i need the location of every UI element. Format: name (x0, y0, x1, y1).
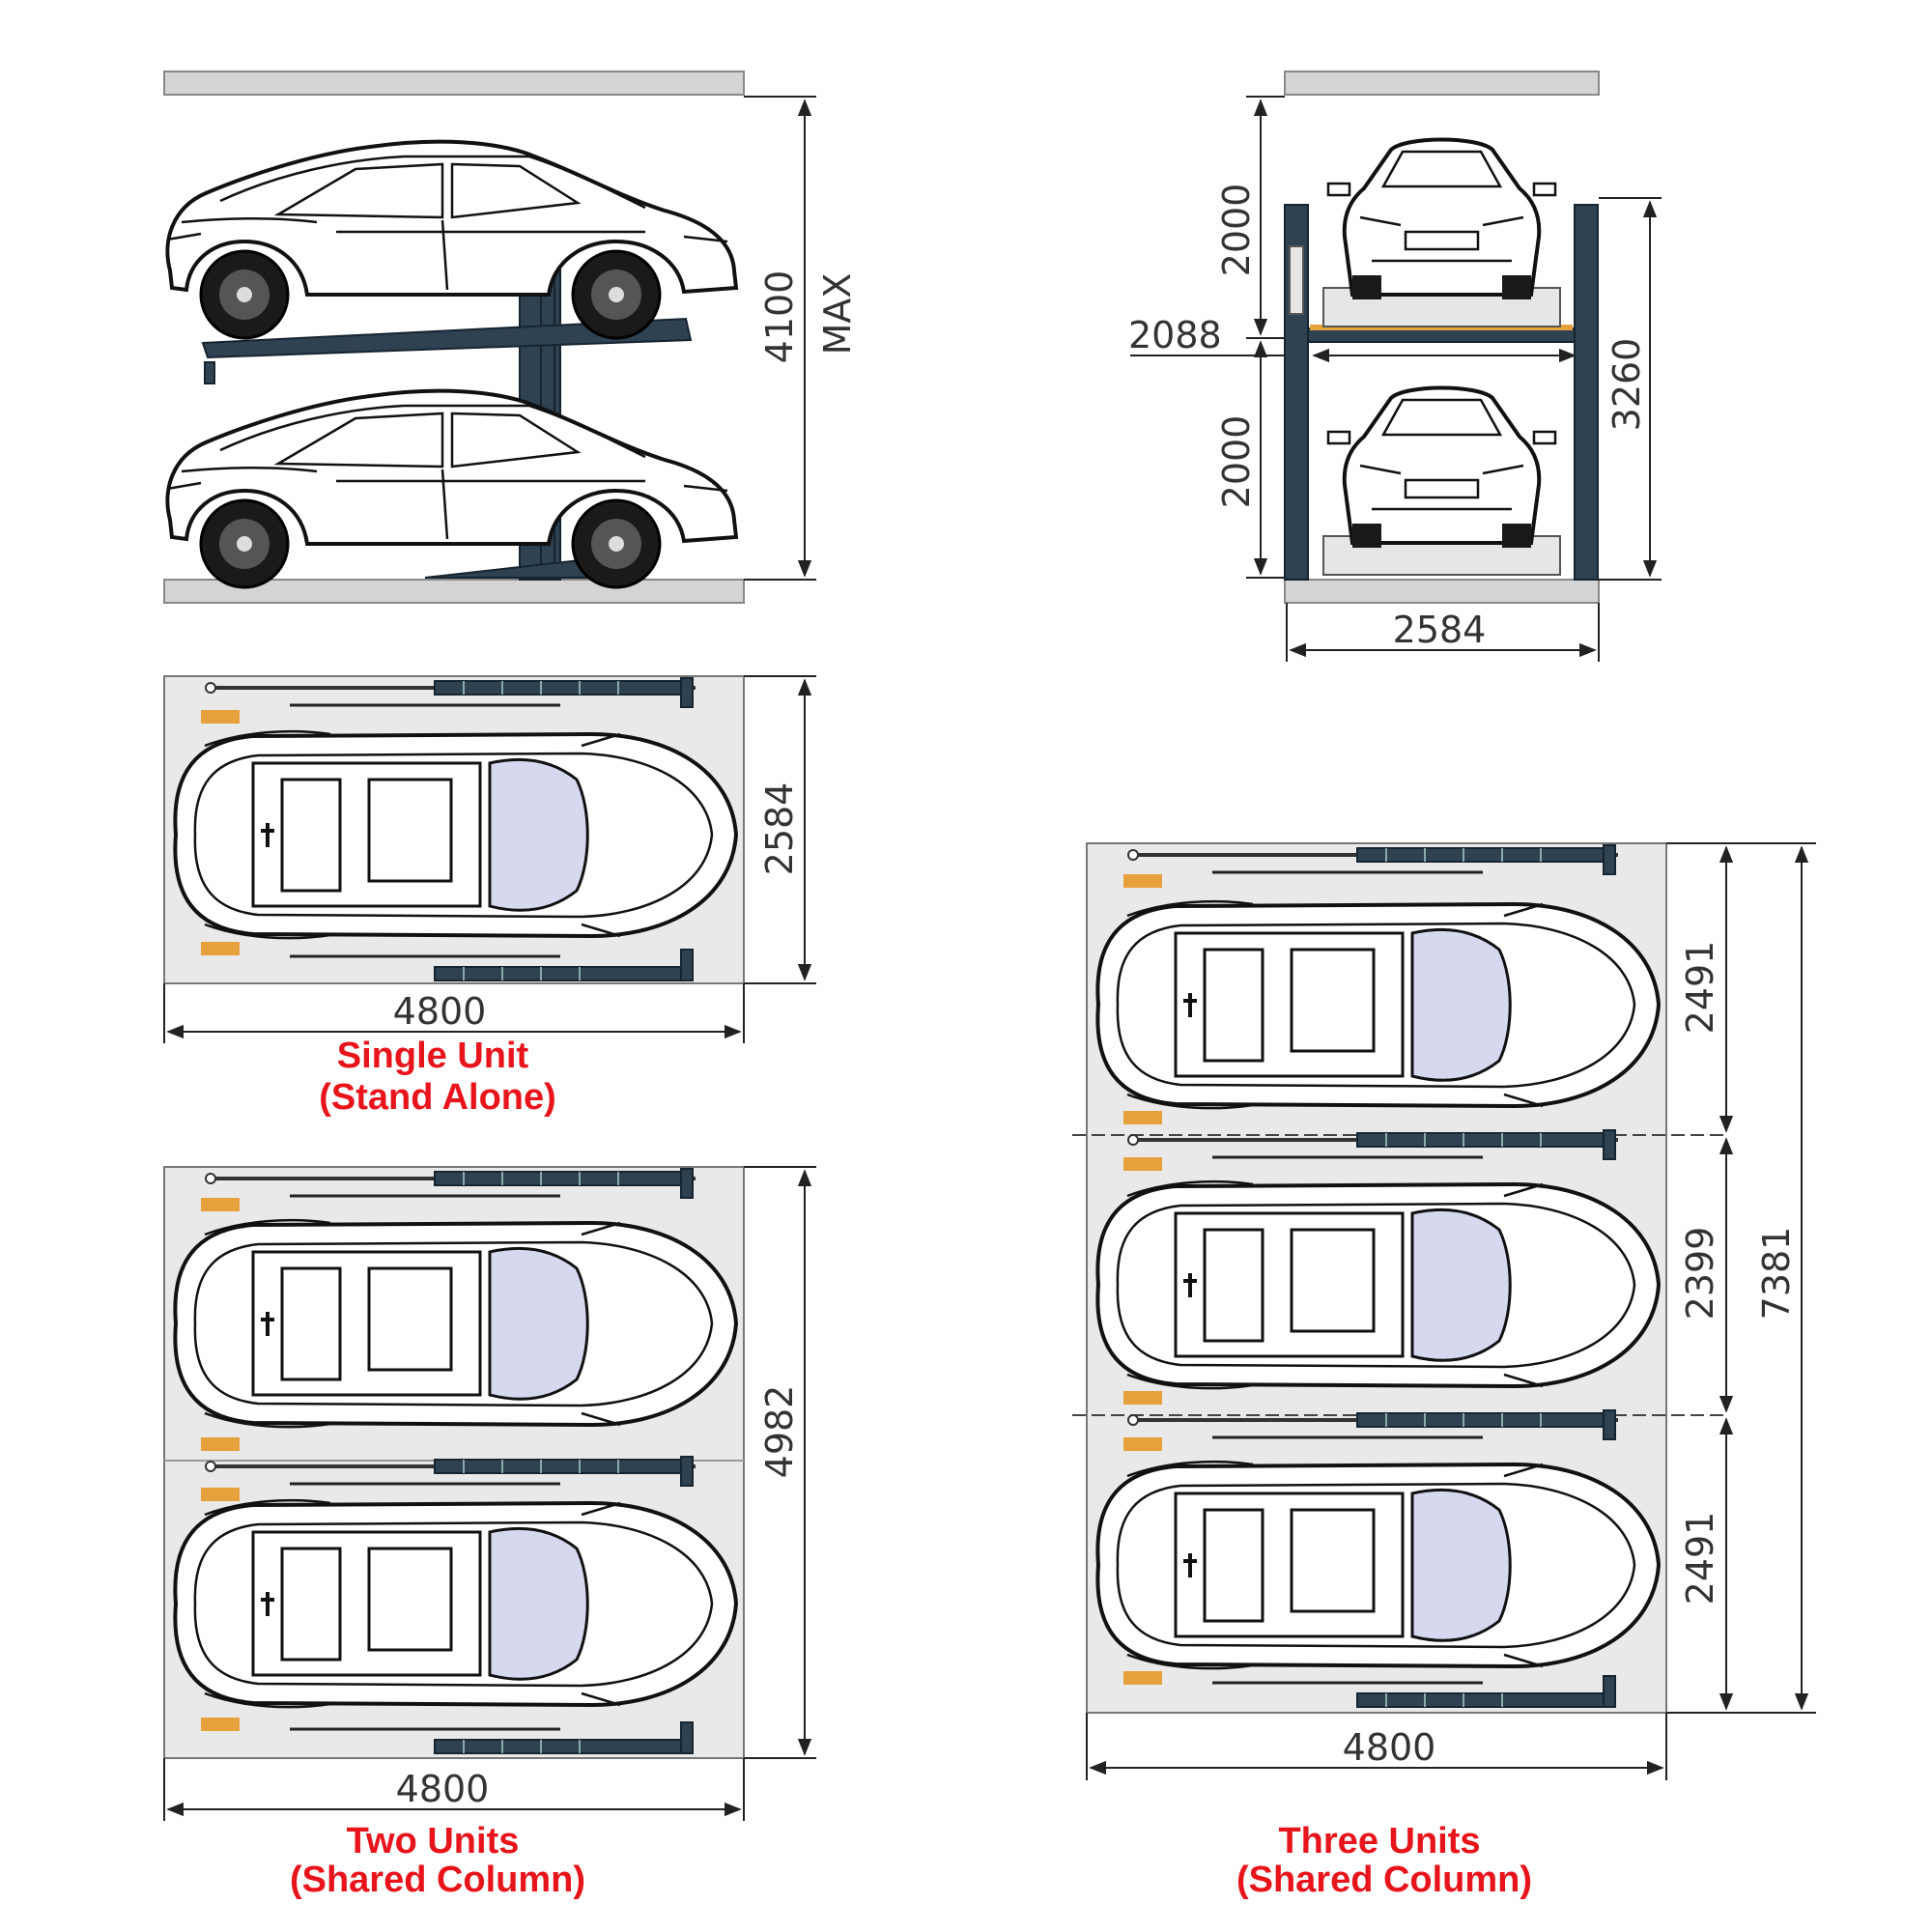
upper-deck (1307, 327, 1576, 343)
caption-two-line1: Two Units (347, 1821, 520, 1861)
dim-max-label: MAX (816, 273, 859, 355)
caption-three-line1: Three Units (1278, 1821, 1480, 1861)
front-lower-car (1326, 385, 1557, 550)
upper-car (165, 139, 738, 340)
dim-three-length: 4800 (1343, 1726, 1436, 1769)
dim-single-width: 2584 (758, 782, 801, 876)
two-units-plan: 4982 4800 Two Units (Shared Column) (163, 1166, 816, 1900)
front-upper-car (1326, 137, 1557, 301)
dim-front-width-2584: 2584 (1393, 609, 1487, 651)
single-car (173, 729, 738, 941)
lower-car (165, 388, 738, 589)
dim-upper-clearance: 2000 (1215, 184, 1258, 277)
ceiling-slab (163, 71, 745, 96)
dim-bay2: 2399 (1679, 1227, 1721, 1321)
caption-two-line2: (Shared Column) (290, 1860, 585, 1900)
floor-slab-front (1284, 579, 1600, 604)
three-car-1 (1095, 899, 1661, 1111)
dim-column-3260: 3260 (1605, 338, 1648, 432)
caption-single-line1: Single Unit (337, 1036, 529, 1076)
front-view: 2000 2000 2088 3260 2584 (1128, 71, 1662, 662)
two-car-2 (173, 1498, 738, 1710)
side-view: 4100 MAX (163, 71, 859, 604)
right-post (1574, 204, 1599, 581)
three-car-3 (1095, 1460, 1661, 1671)
dim-bay1: 2491 (1679, 941, 1721, 1035)
caption-three-line2: (Shared Column) (1236, 1860, 1532, 1900)
dim-two-length: 4800 (396, 1768, 490, 1810)
single-unit-plan: 2584 4800 Single Unit (Stand Alone) (163, 675, 816, 1118)
dim-bay3: 2491 (1679, 1512, 1721, 1605)
three-car-2 (1095, 1179, 1661, 1391)
dim-lower-clearance: 2000 (1215, 415, 1258, 509)
upper-platform (201, 317, 693, 359)
dim-single-length: 4800 (393, 990, 487, 1033)
two-car-1 (173, 1218, 738, 1430)
dim-two-width: 4982 (758, 1385, 801, 1479)
dim-platform-2088: 2088 (1128, 314, 1222, 356)
ceiling-slab-front (1284, 71, 1600, 96)
caption-single-line2: (Stand Alone) (319, 1077, 556, 1118)
dim-height-4100: 4100 (758, 270, 801, 364)
dim-total-7381: 7381 (1755, 1227, 1798, 1321)
three-units-plan: 2491 2399 2491 7381 4800 Three Units (Sh… (1072, 842, 1816, 1900)
